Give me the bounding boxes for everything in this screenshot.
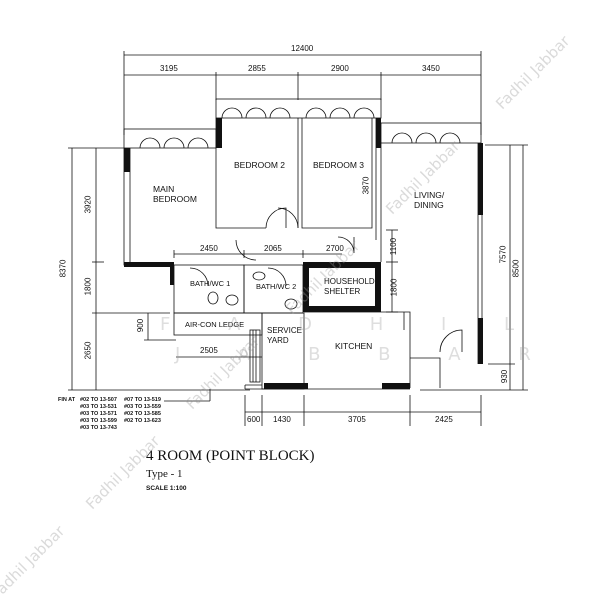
room-label-main-bedroom: MAIN BEDROOM [153,184,197,204]
room-label-kitchen: KITCHEN [335,341,373,351]
room-label-bath-wc-1: BATH/WC 1 [190,279,231,288]
dim-bottom-4: 2425 [435,415,453,424]
fin-at-item: #02 TO 13-585 [124,411,161,417]
dim-bottom-2: 1430 [273,415,291,424]
fin-at-item: #07 TO 13-519 [124,397,161,403]
room-label-aircon-ledge: AIR-CON LEDGE [185,320,245,329]
plan-title: 4 ROOM (POINT BLOCK) [146,448,315,464]
dim-top-segment-4: 3450 [422,64,440,73]
dim-shelter-side-1: 1100 [389,237,399,256]
fin-at-item: #03 TO 13-571 [80,411,117,417]
dim-corridor-1: 2450 [200,244,218,253]
room-label-main-bedroom-line2: BEDROOM [153,194,197,204]
dim-aircon-width: 2505 [200,346,218,355]
room-label-bedroom-3: BEDROOM 3 [313,160,365,170]
dim-top-segment-2: 2855 [248,64,266,73]
fin-at-item: #03 TO 13-531 [80,404,117,410]
dim-entrance: 930 [500,369,510,384]
room-label-living-line1: LIVING/ [414,190,445,200]
room-label-main-bedroom-line1: MAIN [153,184,175,194]
room-label-household-shelter: HOUSEHOLD SHELTER [324,277,375,297]
plan-type: Type - 1 [146,468,183,480]
fin-at-item: #02 TO 13-623 [124,418,161,424]
dim-corridor-3: 2700 [326,244,344,253]
dim-right-inner: 7570 [498,245,508,264]
dim-top-segment-1: 3195 [160,64,178,73]
dim-bottom-3: 3705 [348,415,366,424]
dim-top-segment-3: 2900 [331,64,349,73]
fin-at-col1: #02 TO 13-507 #03 TO 13-531 #03 TO 13-57… [80,397,117,432]
dim-bottom-1: 600 [247,415,261,424]
dim-corridor-2: 2065 [264,244,282,253]
fin-at-item: #02 TO 13-507 [80,397,117,403]
dim-left-segment-2: 1800 [83,277,93,296]
dim-bedroom3-depth: 3870 [361,176,371,195]
dim-left-segment-3: 2650 [83,341,93,360]
fin-at-item: #03 TO 13-559 [124,404,161,410]
watermark-letters-bottom: J A B B A R [175,344,557,365]
fin-at-item: #03 TO 13-599 [80,418,117,424]
fin-at-item: #03 TO 13-743 [80,425,117,431]
dim-right-outer: 8500 [511,259,521,278]
fin-at-col2: #07 TO 13-519 #03 TO 13-559 #02 TO 13-58… [124,397,161,425]
room-label-bedroom-2: BEDROOM 2 [234,160,286,170]
dim-shelter-side-2: 1800 [389,278,399,297]
dim-left-total: 8370 [58,259,68,278]
room-label-bath-wc-2: BATH/WC 2 [256,282,297,291]
room-label-service-yard: SERVICE YARD [267,326,302,346]
dim-aircon-depth: 900 [136,318,146,333]
room-label-living-dining: LIVING/ DINING [414,190,444,210]
watermark-letters-top: F A D H I L [160,314,541,335]
fin-at-label: FIN AT [58,397,76,403]
dim-top-total: 12400 [291,44,314,53]
dim-left-segment-1: 3920 [83,195,93,214]
room-label-living-line2: DINING [414,200,444,210]
plan-scale: SCALE 1:100 [146,485,187,492]
room-label-service-line2: YARD [267,336,289,345]
room-label-shelter-line2: SHELTER [324,287,361,296]
room-label-shelter-line1: HOUSEHOLD [324,277,375,286]
room-label-service-line1: SERVICE [267,326,302,335]
